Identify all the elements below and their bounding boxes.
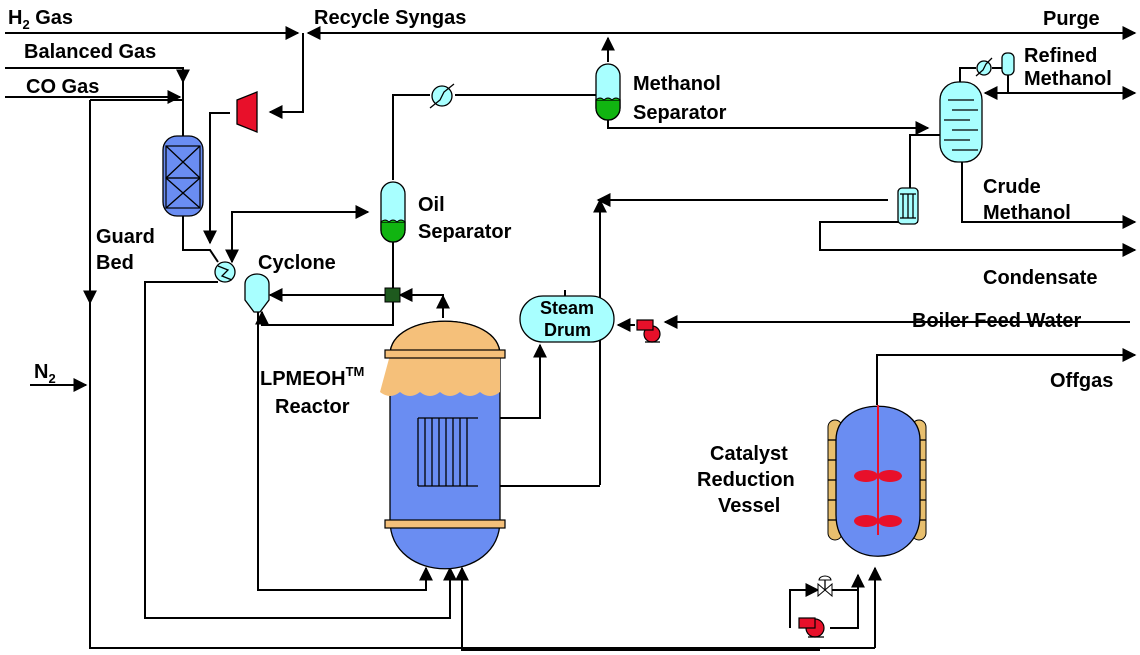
- label-purge: Purge: [1043, 8, 1100, 30]
- label-offgas: Offgas: [1050, 370, 1113, 392]
- boiler-feed-pump: [636, 319, 661, 343]
- label-crude-methanol-1: Crude: [983, 176, 1041, 198]
- label-catalyst-3: Vessel: [718, 495, 780, 517]
- crude-heat-exchanger: [897, 187, 919, 225]
- label-guard-bed-2: Bed: [96, 252, 134, 274]
- cyclone: [244, 273, 270, 313]
- label-co-gas: CO Gas: [26, 76, 99, 98]
- label-reactor-1: LPMEOHTM: [260, 364, 364, 390]
- label-methanol-separator-1: Methanol: [633, 73, 721, 95]
- label-cyclone: Cyclone: [258, 252, 336, 274]
- label-crude-methanol-2: Methanol: [983, 202, 1071, 224]
- guard-bed: [162, 135, 204, 217]
- label-balanced-gas: Balanced Gas: [24, 41, 156, 63]
- label-boiler-feed-water: Boiler Feed Water: [912, 310, 1082, 332]
- label-oil-separator-1: Oil: [418, 194, 445, 216]
- methanol-separator: [595, 63, 621, 121]
- label-catalyst-2: Reduction: [697, 469, 795, 491]
- label-steam-drum-2: Drum: [544, 320, 591, 340]
- label-n2: N2: [34, 361, 56, 386]
- label-steam-drum-1: Steam: [540, 298, 594, 318]
- label-h2-gas: H2 Gas: [8, 7, 73, 32]
- catalyst-reduction-vessel: [827, 405, 927, 557]
- labels: H2 Gas Balanced Gas CO Gas Recycle Synga…: [8, 7, 1113, 517]
- feed-heat-exchanger: [214, 261, 236, 283]
- label-reactor-2: Reactor: [275, 396, 350, 418]
- control-valve-icon: [817, 575, 833, 598]
- label-oil-separator-2: Separator: [418, 221, 512, 243]
- label-guard-bed-1: Guard: [96, 226, 155, 248]
- refined-condenser: [975, 57, 993, 77]
- oil-junction: [384, 287, 401, 303]
- refined-methanol-drum: [1001, 52, 1015, 76]
- label-methanol-separator-2: Separator: [633, 102, 727, 124]
- label-refined-methanol-1: Refined: [1024, 45, 1097, 67]
- steam-drum: [519, 295, 615, 343]
- label-recycle-syngas: Recycle Syngas: [314, 7, 466, 29]
- reactor-cooling-coil: [417, 417, 478, 487]
- pipe-network: [5, 26, 1137, 651]
- distillation-column: [939, 81, 983, 163]
- label-condensate: Condensate: [983, 267, 1097, 289]
- catalyst-pump: [798, 617, 825, 638]
- methanol-condenser: [429, 83, 455, 109]
- lpmeoh-reactor: [380, 320, 506, 570]
- oil-separator: [380, 181, 406, 243]
- label-catalyst-1: Catalyst: [710, 443, 788, 465]
- compressor: [236, 91, 258, 133]
- label-refined-methanol-2: Methanol: [1024, 68, 1112, 90]
